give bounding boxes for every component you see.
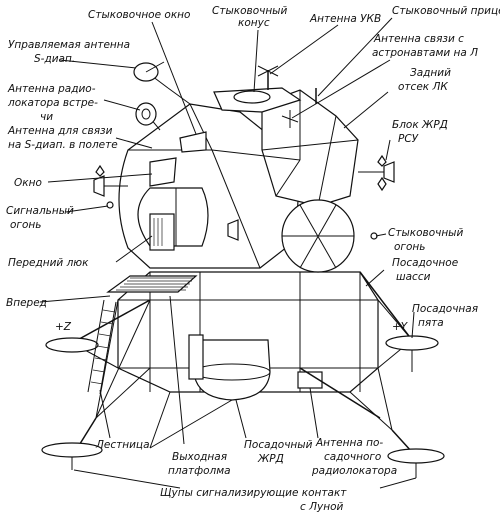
descent-stage	[117, 271, 379, 401]
label-astronaut-antenna-1: Антенна связи с	[373, 33, 464, 45]
docking-cone	[233, 90, 271, 104]
label-radar-antenna-2: локатора встре-	[7, 97, 98, 109]
label-landing-radar-3: радиолокатора	[311, 465, 397, 477]
label-exit-platform-2: платфолма	[168, 465, 231, 477]
vhf-antenna	[257, 65, 279, 90]
label-vhf-antenna: Антенна УКВ	[309, 13, 381, 25]
label-docking-cone-2: конус	[238, 17, 270, 29]
label-docking-light-2: огонь	[394, 241, 425, 253]
landing-pad-front-right	[387, 448, 445, 464]
label-landing-pad-2: пята	[418, 317, 444, 329]
labels: Стыковочное окно Стыковочный конус Антен…	[6, 5, 500, 513]
rendezvous-radar-antenna	[135, 102, 161, 131]
label-docking-window: Стыковочное окно	[88, 9, 190, 21]
steerable-antenna	[133, 61, 191, 105]
ascent-stage	[118, 87, 359, 273]
rcs-quad-left	[93, 164, 128, 197]
label-rear-compartment-1: Задний	[410, 67, 451, 79]
label-astronaut-antenna-2: астронавтами на Л	[372, 47, 478, 59]
label-landing-pad-1: Посадочная	[412, 303, 478, 315]
label-exit-platform-1: Выходная	[172, 451, 227, 463]
label-radar-antenna-3: чи	[40, 111, 53, 123]
label-landing-gear-2: шасси	[396, 271, 431, 283]
rcs-thrusters	[93, 154, 395, 241]
label-steerable-antenna-1: Управляемая антенна	[8, 39, 130, 51]
leader-lines	[39, 17, 417, 489]
landing-gear	[41, 271, 445, 478]
axis-plus-y: +Y	[392, 321, 409, 333]
signal-light-left	[106, 201, 114, 209]
exit-platform	[106, 275, 198, 293]
label-sband-antenna-2: на S-диап. в полете	[8, 139, 118, 151]
label-contact-probes-2: с Луной	[300, 501, 344, 513]
rear-compartment	[261, 89, 359, 207]
label-steerable-antenna-2: S-диап.	[34, 53, 75, 65]
label-docking-sight: Стыковочный прицел	[392, 5, 500, 17]
landing-pad-right	[385, 335, 439, 351]
label-contact-probes-1: Щупы сигнализирующие контакт	[160, 487, 347, 499]
label-rcs-block-1: Блок ЖРД	[392, 119, 448, 131]
label-front-hatch: Передний люк	[8, 257, 89, 269]
landing-pad-left	[45, 337, 99, 353]
label-forward: Вперед	[6, 297, 47, 309]
rcs-quad-right	[358, 154, 395, 192]
label-descent-engine-1: Посадочный	[244, 439, 313, 451]
label-sband-antenna-1: Антенна для связи	[7, 125, 113, 137]
label-descent-engine-2: ЖРД	[257, 453, 284, 465]
label-landing-radar-1: Антенна по-	[315, 437, 383, 449]
label-window: Окно	[14, 177, 42, 189]
label-radar-antenna-1: Антенна радио-	[7, 83, 96, 95]
axis-plus-z: +Z	[55, 321, 72, 333]
label-landing-gear-1: Посадочное	[392, 257, 458, 269]
ladder	[87, 299, 117, 395]
landing-pad-front-left	[41, 442, 103, 458]
descent-engine-bell	[193, 339, 271, 401]
label-landing-radar-2: садочного	[324, 451, 381, 463]
label-docking-cone-1: Стыковочный	[212, 5, 287, 17]
window-left	[149, 157, 177, 187]
label-docking-light-1: Стыковочный	[388, 227, 463, 239]
label-signal-light-1: Сигнальный	[6, 205, 74, 217]
docking-window	[179, 131, 207, 153]
label-rear-compartment-2: отсек ЛК	[398, 81, 448, 93]
rcs-quad-front	[227, 219, 239, 241]
label-ladder: Лестница	[95, 439, 150, 451]
label-signal-light-2: огонь	[10, 219, 41, 231]
docking-sight	[281, 88, 317, 128]
label-rcs-block-2: РСУ	[398, 133, 419, 145]
